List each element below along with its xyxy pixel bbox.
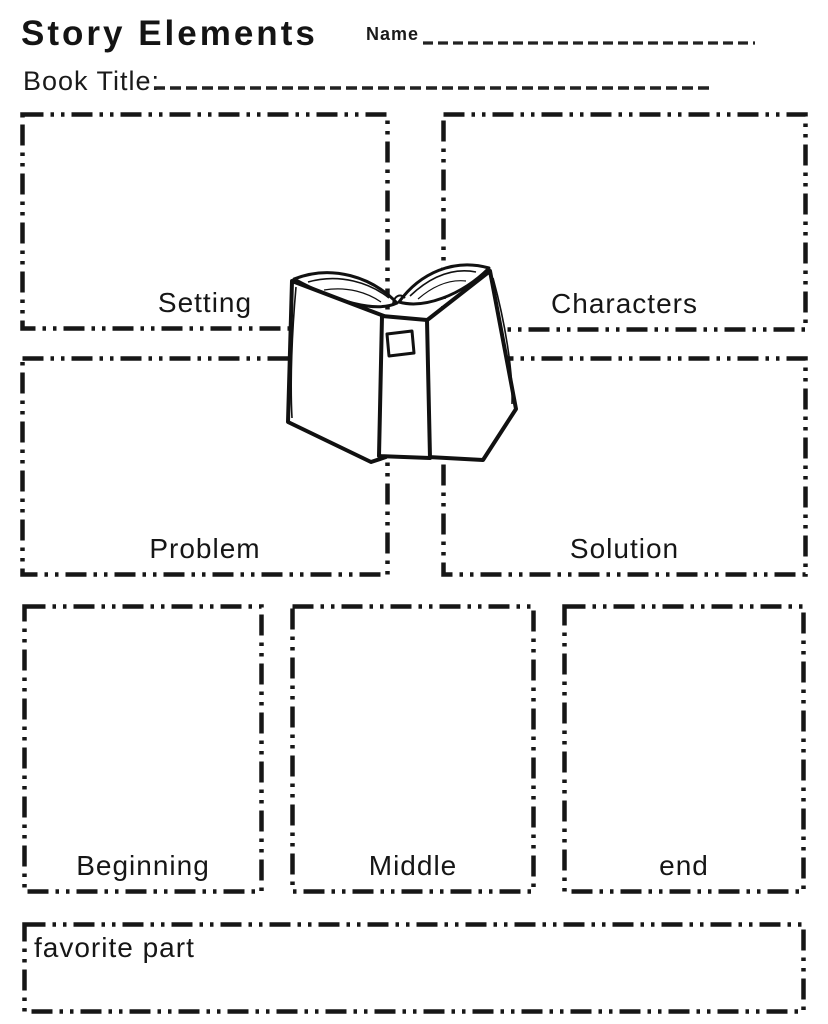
solution-box-border	[441, 356, 808, 577]
book-title-write-line[interactable]	[154, 84, 714, 92]
open-book-icon	[286, 263, 518, 464]
middle-label: Middle	[368, 850, 458, 881]
end-box-border	[562, 604, 806, 894]
middle-box-border	[290, 604, 536, 894]
beginning-box-border	[22, 604, 264, 894]
book-title-label: Book Title:	[23, 66, 161, 96]
setting-box-border	[20, 112, 390, 331]
name-write-line[interactable]	[423, 39, 755, 47]
solution-label: Solution	[569, 533, 680, 564]
end-box[interactable]: end	[562, 604, 806, 894]
favorite-part-box-border	[22, 922, 806, 1014]
favorite-part-box[interactable]: favorite part	[22, 922, 806, 1014]
solution-box[interactable]: Solution	[441, 356, 808, 577]
setting-label: Setting	[157, 287, 253, 318]
favorite-part-label: favorite part	[34, 932, 195, 963]
characters-box-border	[441, 112, 808, 332]
characters-label: Characters	[551, 288, 698, 319]
name-label: Name	[366, 24, 420, 44]
beginning-label: Beginning	[76, 850, 210, 881]
middle-box[interactable]: Middle	[290, 604, 536, 894]
problem-box-border	[20, 356, 390, 577]
setting-box[interactable]: Setting	[20, 112, 390, 331]
end-label: end	[659, 850, 709, 881]
problem-box[interactable]: Problem	[20, 356, 390, 577]
page-title: Story Elements	[21, 14, 318, 53]
beginning-box[interactable]: Beginning	[22, 604, 264, 894]
characters-box[interactable]: Characters	[441, 112, 808, 332]
problem-label: Problem	[149, 533, 261, 564]
